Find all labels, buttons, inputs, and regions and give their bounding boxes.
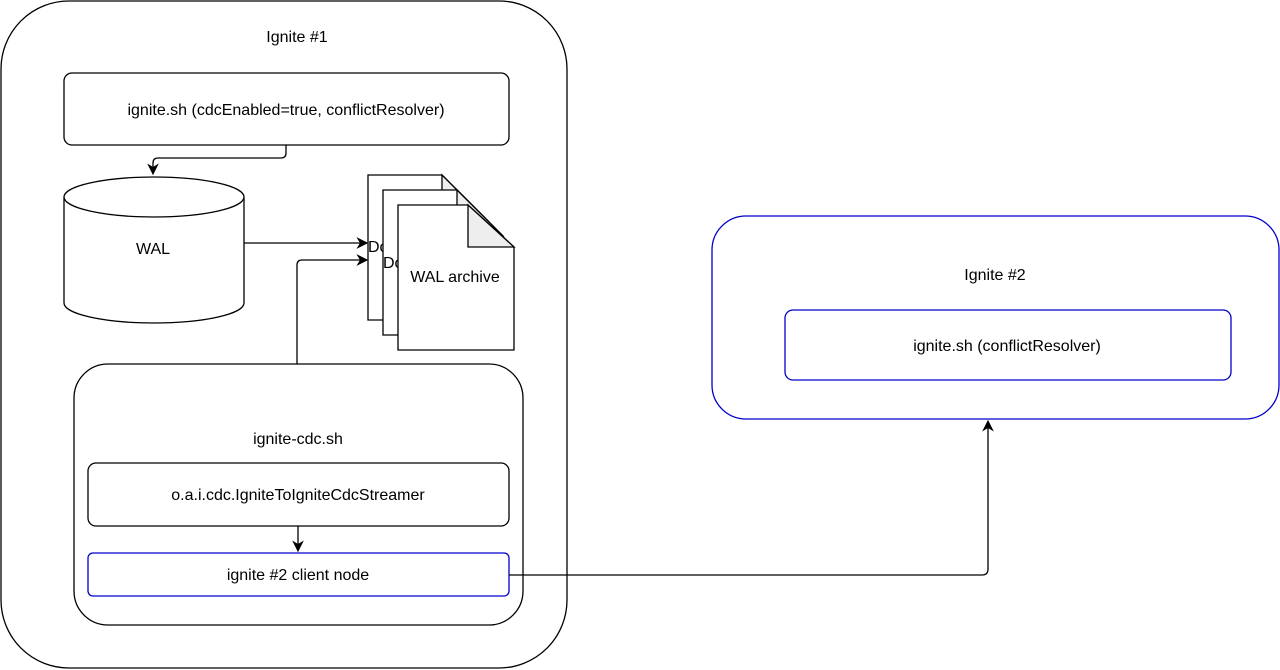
ignite-sh-label: ignite.sh (cdcEnabled=true, conflictReso… <box>127 102 444 119</box>
edge-cdc-to-archive <box>296 254 369 364</box>
ignite2-title: Ignite #2 <box>964 267 1025 284</box>
edge-client-to-ignite2 <box>509 419 994 576</box>
streamer-label: o.a.i.cdc.IgniteToIgniteCdcStreamer <box>171 487 425 504</box>
client-node-label: ignite #2 client node <box>227 567 369 584</box>
connectors <box>147 145 994 576</box>
ignite-cdc-label: ignite-cdc.sh <box>253 431 343 448</box>
wal-archive-label: WAL archive <box>410 269 500 286</box>
client-node-box: ignite #2 client node <box>87 552 510 597</box>
ignite2-sh-box: ignite.sh (conflictResolver) <box>784 309 1232 381</box>
wal-cylinder: WAL <box>63 176 245 324</box>
wal-archive-stack: Doc Doc WAL archive <box>367 173 516 351</box>
ignite-sh-box: ignite.sh (cdcEnabled=true, conflictReso… <box>63 72 510 146</box>
ignite2-sh-label: ignite.sh (conflictResolver) <box>913 338 1101 355</box>
wal-label: WAL <box>136 241 170 258</box>
streamer-box: o.a.i.cdc.IgniteToIgniteCdcStreamer <box>87 462 510 527</box>
edge-ignite-sh-to-wal <box>147 145 287 176</box>
wal-archive-front-doc: WAL archive <box>397 203 516 351</box>
ignite1-title: Ignite #1 <box>266 29 327 46</box>
